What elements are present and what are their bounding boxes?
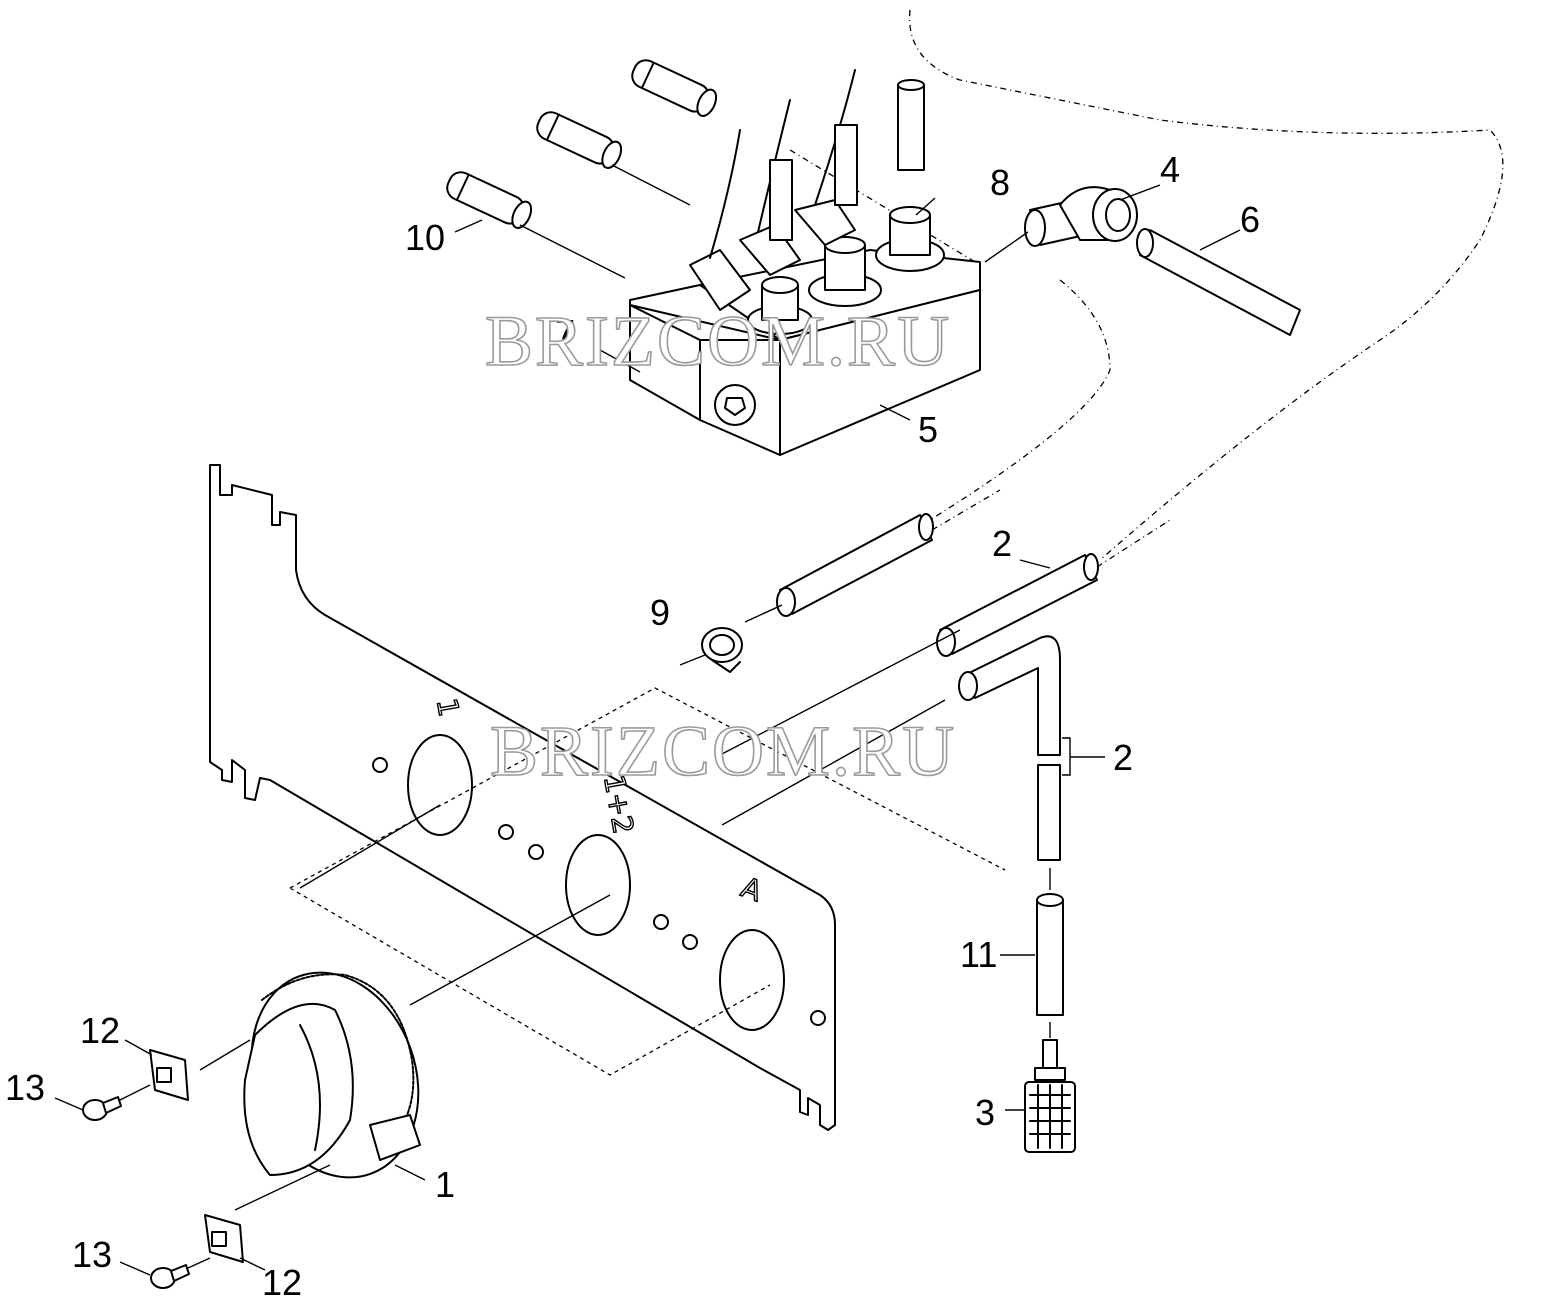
hose-2-upper	[776, 513, 934, 617]
callout-13-lower: 13	[72, 1234, 112, 1275]
retaining-clip-lower	[204, 1214, 244, 1263]
callout-12-upper: 12	[80, 1010, 120, 1051]
callout-5: 5	[918, 409, 938, 450]
callout-11: 11	[960, 934, 997, 975]
callout-13-upper: 13	[5, 1067, 45, 1108]
retaining-clip-upper	[149, 1049, 189, 1101]
callout-4: 4	[1160, 149, 1180, 190]
hose-11	[1036, 868, 1064, 1016]
hose-2-bent	[958, 635, 1061, 861]
screw-lower	[150, 1257, 211, 1289]
callout-2-right: 2	[1113, 737, 1133, 778]
callout-12-lower: 12	[262, 1262, 302, 1303]
hose-6	[1136, 228, 1301, 336]
suction-filter	[1024, 1022, 1076, 1153]
screw-upper	[82, 1084, 151, 1121]
hose-2-middle	[936, 553, 1099, 657]
callout-10: 10	[405, 217, 445, 258]
elbow-fitting	[984, 186, 1138, 263]
callout-3: 3	[975, 1092, 995, 1133]
callout-6: 6	[1240, 199, 1260, 240]
pin-set	[446, 59, 718, 279]
valve-block	[629, 69, 981, 456]
hose-route-line-3	[789, 149, 981, 266]
watermark-top: BRIZCOM.RU	[485, 301, 951, 381]
panel-marking-left: 1	[430, 696, 466, 719]
callout-7: 7	[555, 312, 575, 353]
callout-9: 9	[650, 592, 670, 633]
callout-1: 1	[435, 1164, 455, 1205]
callout-8: 8	[990, 162, 1010, 203]
hose-route-line	[908, 9, 1504, 561]
callout-2-upper: 2	[992, 523, 1012, 564]
selector-knob	[199, 971, 421, 1211]
watermark-middle: BRIZCOM.RU	[490, 711, 956, 791]
control-panel-plate	[209, 464, 836, 1131]
hose-clamp	[679, 627, 743, 673]
